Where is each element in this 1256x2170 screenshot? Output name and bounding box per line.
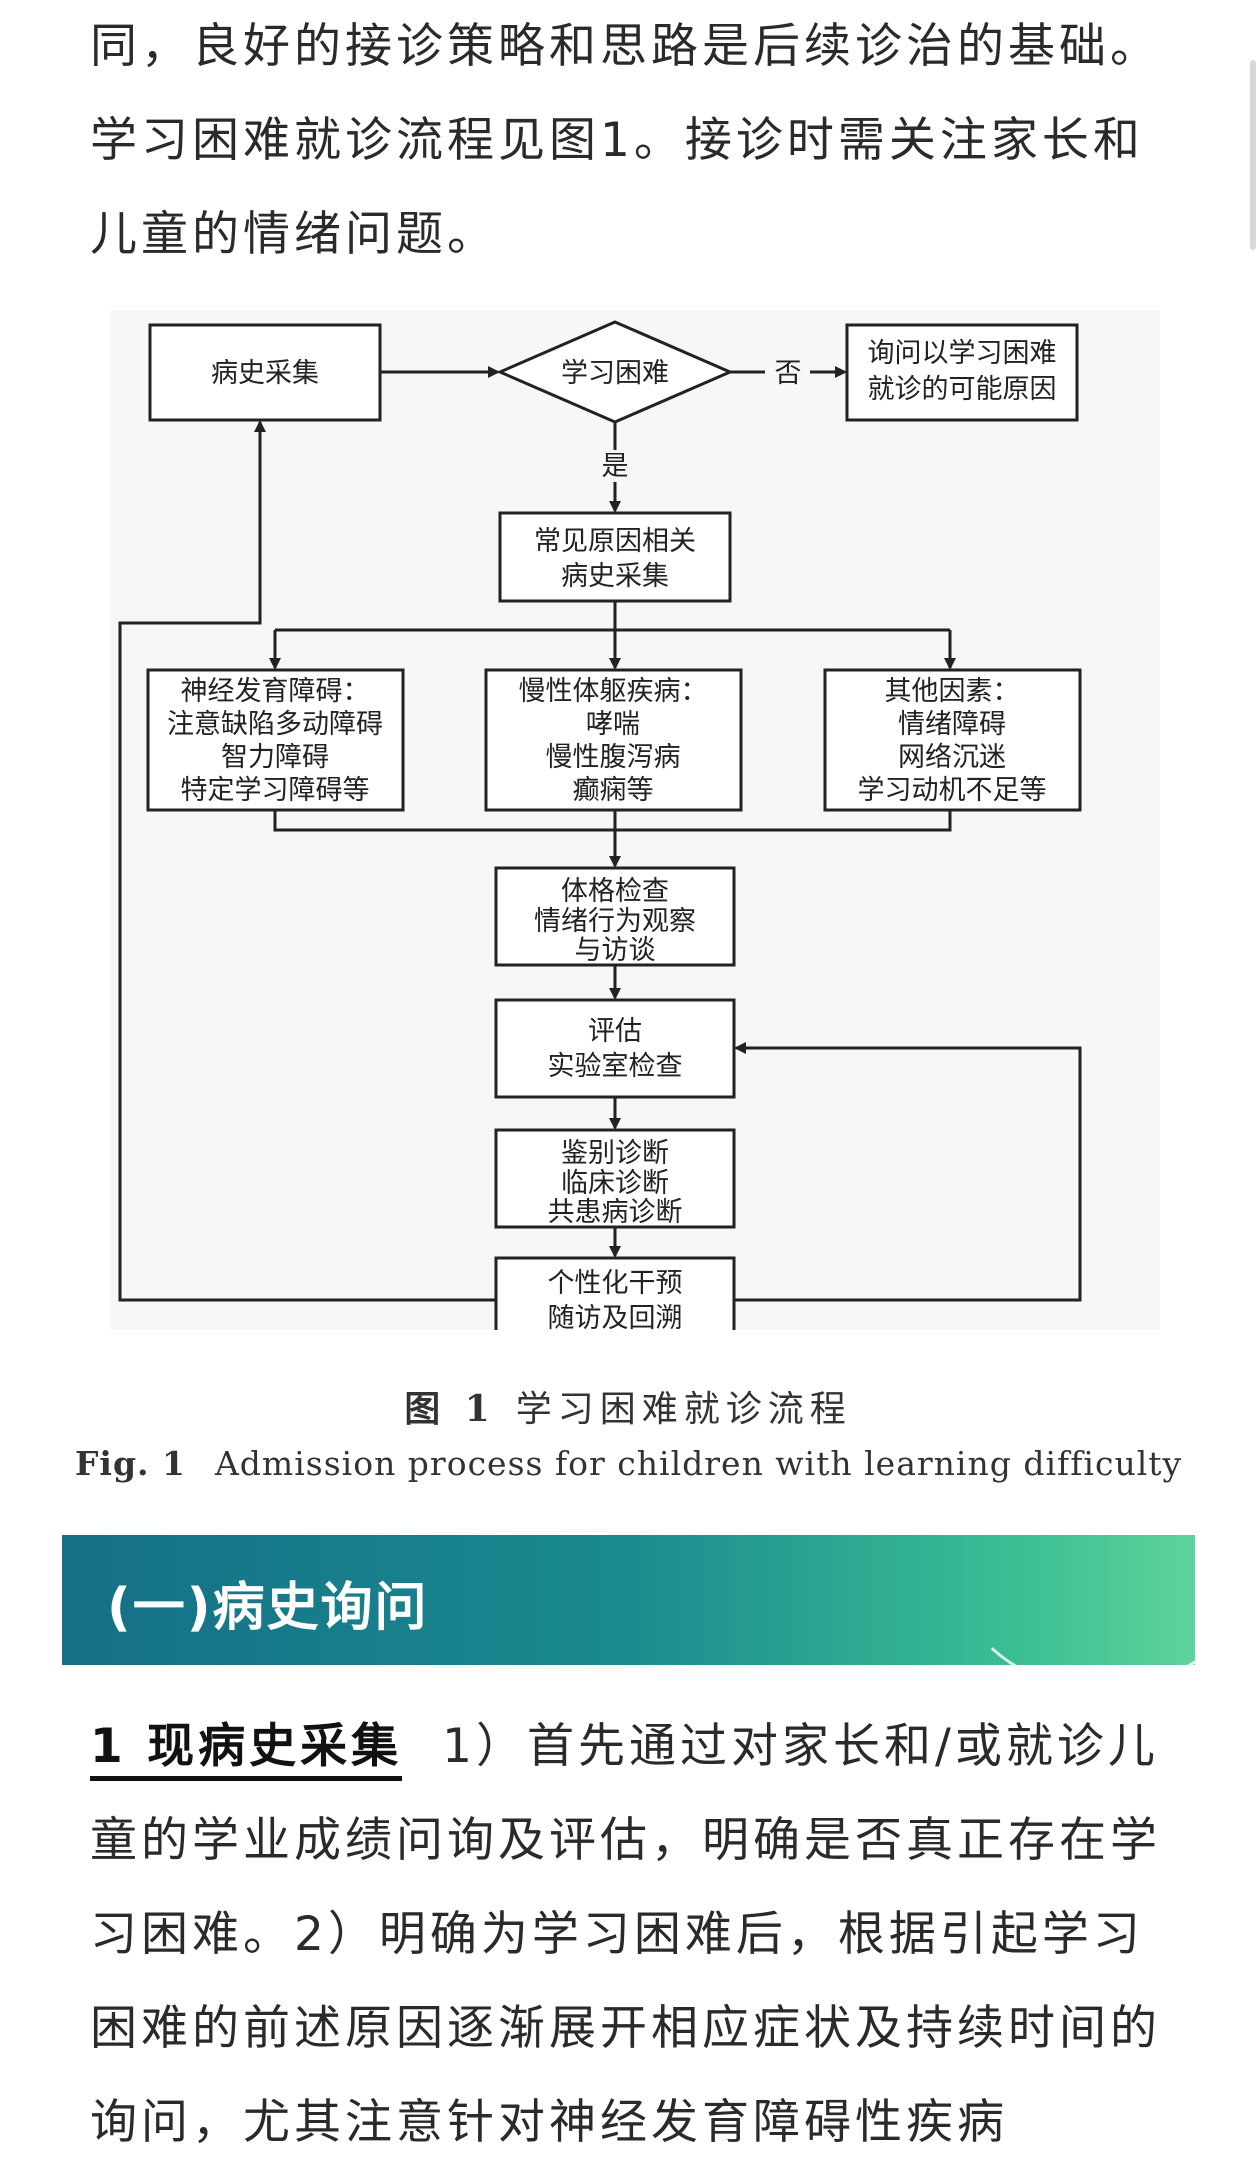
label-common-causes-1: 常见原因相关 [534,526,696,557]
section-header-bar: (一)病史询问 [62,1535,1195,1665]
label-chronic-3: 慢性腹泻病 [546,742,681,773]
label-neuro-2: 注意缺陷多动障碍 [167,709,383,740]
label-chronic-2: 哮喘 [586,709,640,740]
box-intervention [494,1256,736,1330]
figure-caption-cn-label: 图 1 [404,1388,496,1430]
label-chronic-4: 癫痫等 [573,775,654,806]
label-diagnosis-3: 共患病诊断 [548,1197,683,1228]
label-exam-3: 与访谈 [575,935,656,966]
label-other-4: 学习动机不足等 [858,775,1047,806]
label-history-collection: 病史采集 [211,358,319,389]
decorative-curve [949,1535,1195,1665]
history-paragraph-text: 1）首先通过对家长和/或就诊儿童的学业成绩问询及评估，明确是否真正存在学习困难。… [90,1719,1161,2150]
label-exam-1: 体格检查 [561,876,669,907]
label-other-1: 其他因素： [885,676,1020,707]
flowchart-svg: 病史采集 学习困难 否 是 询问以学习困难 就诊的可能原因 常见原因相关 病史采… [110,310,1160,1330]
flowchart-figure: 病史采集 学习困难 否 是 询问以学习困难 就诊的可能原因 常见原因相关 病史采… [110,310,1160,1330]
figure-caption-en-text: Admission process for children with lear… [214,1444,1183,1483]
label-other-3: 网络沉迷 [898,742,1006,773]
subsection-lead: 1 现病史采集 [90,1719,403,1781]
label-assess-2: 实验室检查 [548,1051,683,1082]
figure-caption-en: Fig. 1 Admission process for children wi… [75,1444,1182,1483]
box-assess [494,998,736,1099]
intro-paragraph: 同，良好的接诊策略和思路是后续诊治的基础。学习困难就诊流程见图1。接诊时需关注家… [90,19,1161,262]
arrow-loop-history [118,420,496,1302]
label-assess-1: 评估 [588,1016,642,1047]
box-chronic [484,668,743,812]
label-learning-difficulty: 学习困难 [561,358,669,389]
box-other [823,668,1082,812]
box-exam [494,866,736,967]
label-intervention-1: 个性化干预 [548,1268,683,1299]
figure-caption-en-label: Fig. 1 [75,1444,186,1483]
figure-caption-cn-text: 学习困难就诊流程 [515,1389,852,1430]
label-diagnosis-2: 临床诊断 [561,1168,669,1199]
box-diagnosis [494,1128,736,1229]
arrow-loop-assess [734,1042,1082,1302]
label-exam-2: 情绪行为观察 [534,906,696,937]
box-history-collection [148,323,382,422]
label-neuro-3: 智力障碍 [221,742,329,773]
box-ask-reason [845,323,1079,422]
label-neuro-4: 特定学习障碍等 [181,775,370,806]
figure-caption-cn: 图 1 学习困难就诊流程 [0,1380,1256,1432]
label-ask-reason-1: 询问以学习困难 [868,338,1057,369]
scrollbar[interactable] [1250,60,1256,250]
label-diagnosis-1: 鉴别诊断 [561,1138,669,1169]
label-no: 否 [775,358,802,389]
label-neuro-1: 神经发育障碍： [181,676,370,707]
section-title: (一)病史询问 [107,1578,429,1638]
label-common-causes-2: 病史采集 [561,561,669,592]
label-other-2: 情绪障碍 [898,709,1006,740]
label-chronic-1: 慢性体躯疾病： [519,676,708,707]
label-intervention-2: 随访及回溯 [548,1303,683,1330]
label-ask-reason-2: 就诊的可能原因 [868,374,1057,405]
box-common-causes [498,511,732,603]
line-merge [273,810,952,832]
label-yes: 是 [602,451,629,482]
